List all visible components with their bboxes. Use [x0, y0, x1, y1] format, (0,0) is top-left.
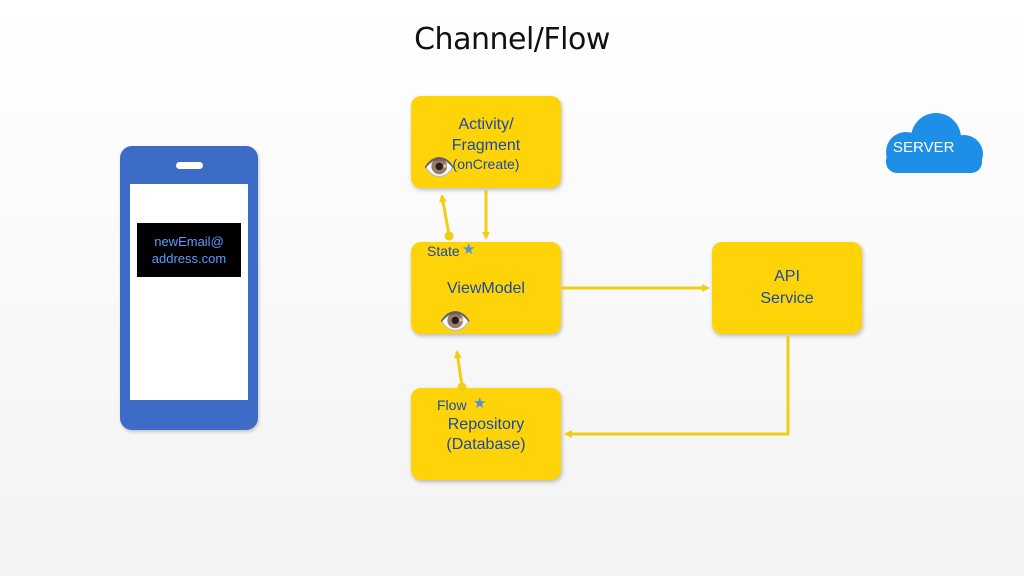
arrow-viewmodel-to-activity — [439, 194, 451, 236]
page-title: Channel/Flow — [414, 22, 610, 57]
arrow-api-to-repository — [564, 336, 790, 438]
phone-speaker — [176, 162, 203, 169]
connector-dot — [444, 231, 454, 241]
eye-icon: 👁️ — [423, 152, 456, 182]
arrow-repository-to-viewmodel — [453, 350, 464, 387]
phone-device: newEmail@ address.com — [120, 146, 258, 430]
activity-fragment-box: Activity/ Fragment (onCreate) 👁️ — [411, 96, 561, 188]
server-label: SERVER — [893, 139, 955, 156]
api-label-2: Service — [760, 290, 814, 307]
repository-label-2: (Database) — [446, 436, 526, 453]
eye-icon: 👁️ — [439, 306, 472, 336]
api-label-1: API — [774, 268, 800, 285]
state-star-icon: ★ — [462, 241, 476, 258]
email-display: newEmail@ address.com — [137, 223, 241, 277]
email-line-1: newEmail@ — [154, 234, 224, 249]
api-service-box: API Service — [712, 242, 862, 334]
flow-star-icon: ★ — [473, 395, 487, 412]
activity-label-3: (onCreate) — [452, 156, 520, 172]
activity-label-1: Activity/ — [458, 116, 514, 133]
flow-label: Flow — [437, 397, 467, 413]
state-label: State — [427, 243, 460, 259]
connector-dot — [457, 382, 467, 392]
viewmodel-label: ViewModel — [447, 280, 525, 297]
repository-label-1: Repository — [447, 416, 525, 433]
phone-screen — [130, 184, 248, 400]
activity-label-2: Fragment — [451, 137, 521, 154]
viewmodel-box: ViewModel 👁️ — [411, 242, 561, 334]
email-line-2: address.com — [151, 251, 227, 266]
repository-box: Repository (Database) — [411, 388, 561, 480]
